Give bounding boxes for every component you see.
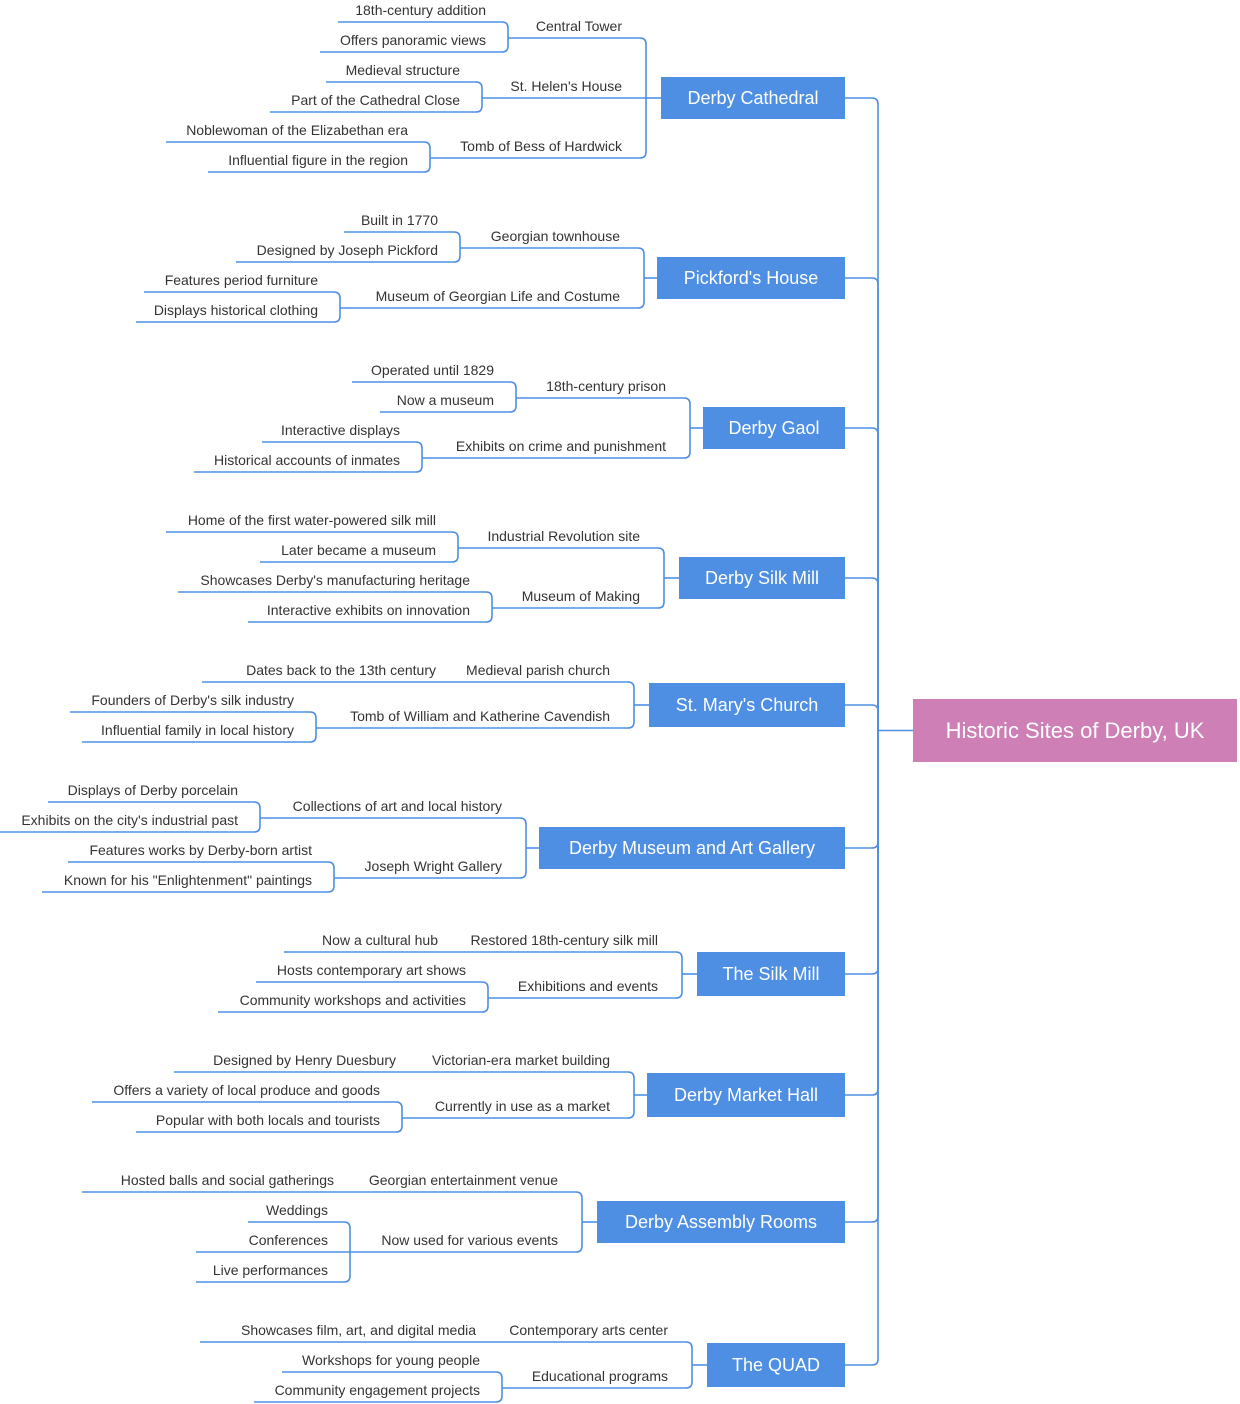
leaf-label: Designed by Joseph Pickford [256,242,438,258]
site-node[interactable]: Pickford's House [657,257,845,299]
site-node[interactable]: The QUAD [707,1343,845,1387]
leaf-label: Weddings [265,1202,328,1218]
leaf-label: Operated until 1829 [371,362,494,378]
branch-label: Restored 18th-century silk mill [470,932,658,948]
leaf-label: Now a cultural hub [322,932,438,948]
leaf-label: Dates back to the 13th century [246,662,436,678]
leaf-label: Part of the Cathedral Close [291,92,460,108]
site-node[interactable]: Derby Silk Mill [679,557,845,599]
branch-label: Tomb of Bess of Hardwick [460,138,622,154]
leaf-label: Influential figure in the region [228,152,408,168]
branch-label: Museum of Georgian Life and Costume [375,288,620,304]
branch-label: Georgian entertainment venue [368,1172,558,1188]
leaf-label: Now a museum [396,392,494,408]
branch-label: Contemporary arts center [509,1322,668,1338]
branch-label: St. Helen's House [510,78,622,94]
leaf-label: Workshops for young people [302,1352,480,1368]
leaf-label: Known for his "Enlightenment" paintings [63,872,312,888]
branch-label: Educational programs [531,1368,668,1384]
leaf-label: Built in 1770 [360,212,438,228]
leaf-label: Home of the first water-powered silk mil… [187,512,436,528]
site-node[interactable]: Derby Cathedral [661,77,845,119]
site-node[interactable]: St. Mary's Church [649,683,845,727]
leaf-label: Features works by Derby-born artist [89,842,312,858]
leaf-label: Later became a museum [281,542,436,558]
branch-label: Victorian-era market building [432,1052,610,1068]
leaf-label: Showcases film, art, and digital media [241,1322,476,1338]
site-node[interactable]: The Silk Mill [697,952,845,996]
branch-label: 18th-century prison [546,378,666,394]
leaf-label: Offers a variety of local produce and go… [113,1082,380,1098]
leaf-label: Live performances [212,1262,328,1278]
leaf-label: Noblewoman of the Elizabethan era [186,122,408,138]
site-node[interactable]: Derby Market Hall [647,1073,845,1117]
branch-label: Museum of Making [521,588,640,604]
leaf-label: Showcases Derby's manufacturing heritage [200,572,470,588]
leaf-label: Interactive displays [280,422,400,438]
leaf-label: Features period furniture [164,272,318,288]
leaf-label: Community workshops and activities [239,992,466,1008]
leaf-label: Interactive exhibits on innovation [266,602,470,618]
branch-label: Exhibitions and events [517,978,658,994]
branch-label: Currently in use as a market [434,1098,610,1114]
leaf-label: Medieval structure [345,62,460,78]
branch-label: Medieval parish church [466,662,610,678]
branch-label: Joseph Wright Gallery [364,858,502,874]
leaf-label: Displays historical clothing [153,302,318,318]
branch-label: Collections of art and local history [292,798,502,814]
leaf-label: Hosted balls and social gatherings [120,1172,334,1188]
site-node[interactable]: Derby Assembly Rooms [597,1201,845,1243]
leaf-label: Founders of Derby's silk industry [91,692,294,708]
leaf-label: Offers panoramic views [339,32,486,48]
branch-label: Tomb of William and Katherine Cavendish [350,708,610,724]
branch-label: Georgian townhouse [490,228,620,244]
leaf-label: Community engagement projects [274,1382,480,1398]
leaf-label: 18th-century addition [355,2,486,18]
site-node[interactable]: Derby Museum and Art Gallery [539,827,845,869]
root-node[interactable]: Historic Sites of Derby, UK [913,699,1237,762]
branch-label: Now used for various events [381,1232,558,1248]
leaf-label: Hosts contemporary art shows [276,962,466,978]
leaf-label: Conferences [248,1232,328,1248]
branch-label: Industrial Revolution site [487,528,640,544]
leaf-label: Displays of Derby porcelain [67,782,238,798]
leaf-label: Historical accounts of inmates [214,452,400,468]
branch-label: Central Tower [535,18,622,34]
leaf-label: Influential family in local history [101,722,294,738]
leaf-label: Exhibits on the city's industrial past [21,812,238,828]
site-node[interactable]: Derby Gaol [703,407,845,449]
branch-label: Exhibits on crime and punishment [455,438,666,454]
leaf-label: Designed by Henry Duesbury [213,1052,396,1068]
leaf-label: Popular with both locals and tourists [155,1112,380,1128]
